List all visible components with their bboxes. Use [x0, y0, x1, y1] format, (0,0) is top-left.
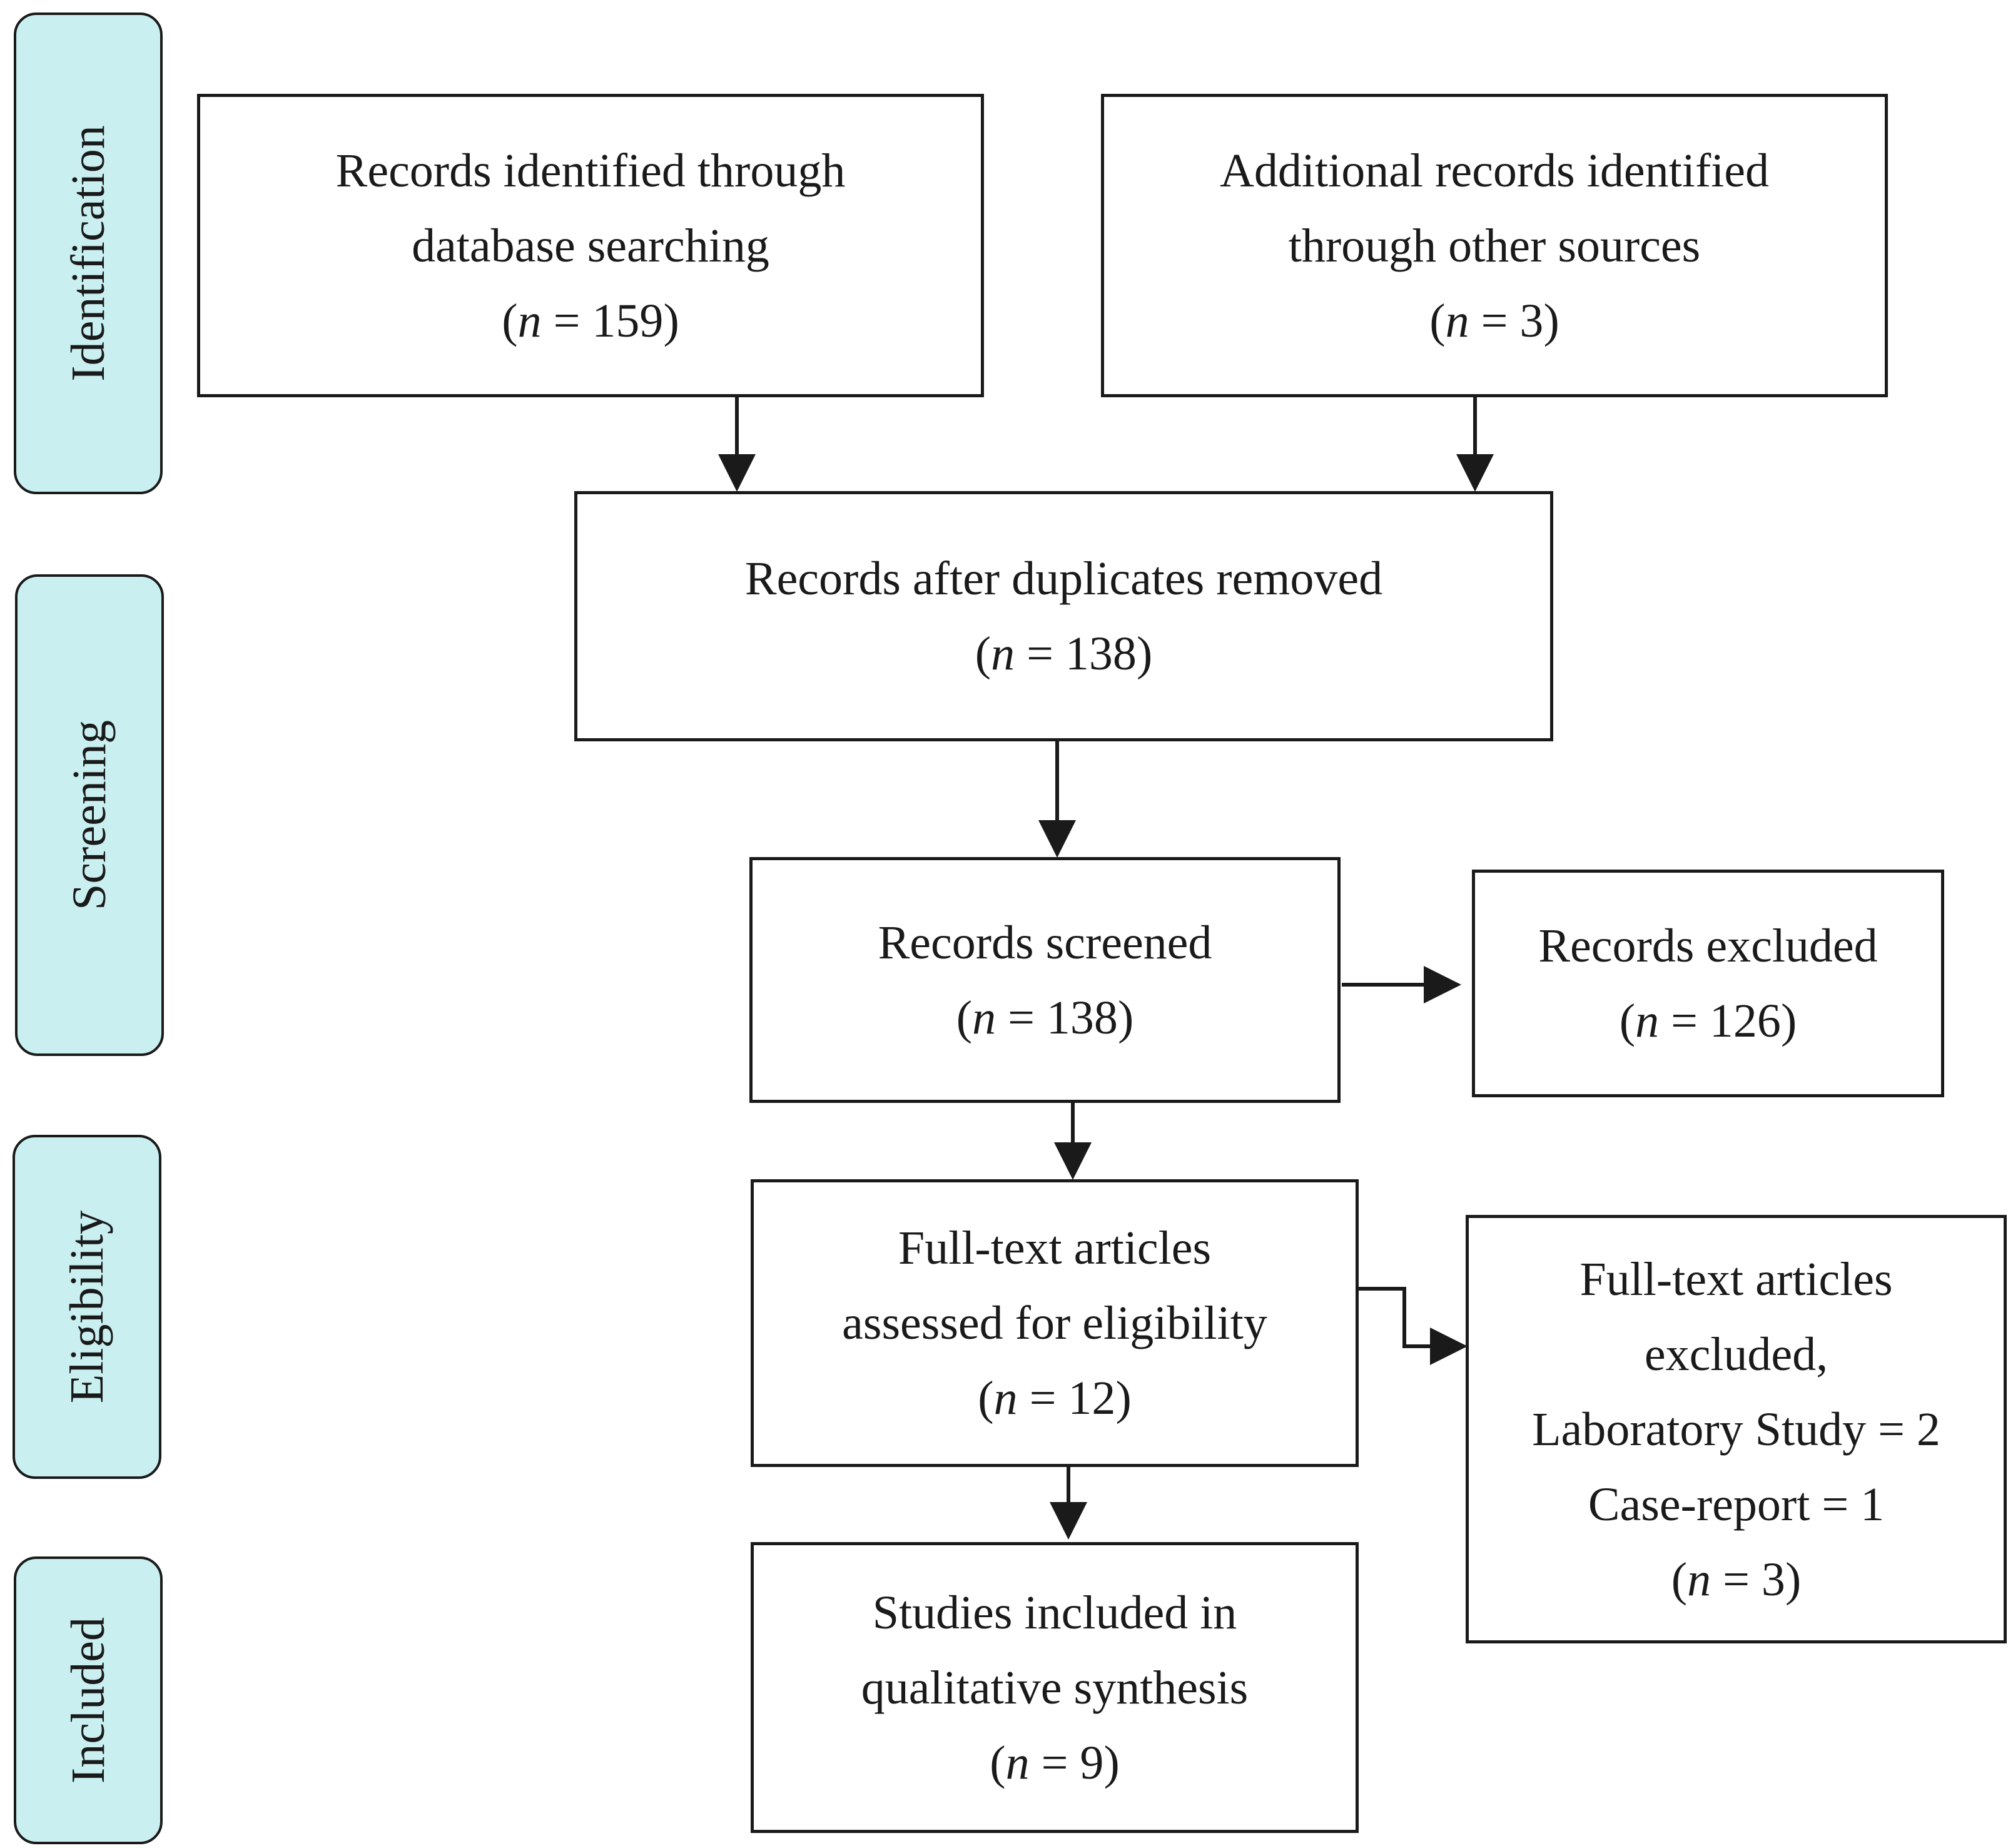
- count-variable: n: [972, 991, 996, 1044]
- arrow-assessed-to-fulltext-excluded: [1357, 1287, 1468, 1365]
- count-value: = 9: [1029, 1736, 1104, 1789]
- stage-identification: Identification: [14, 13, 163, 494]
- box-fulltext-assessed: Full-text articles assessed for eligibil…: [751, 1179, 1359, 1467]
- box-other-sources: Additional records identified through ot…: [1101, 94, 1888, 397]
- box-database-line-2: database searching: [412, 219, 769, 272]
- count-variable: n: [993, 1372, 1018, 1424]
- box-records-excluded: Records excluded (n = 126): [1472, 870, 1944, 1097]
- count-value: = 138: [1015, 627, 1137, 680]
- count-value: = 12: [1017, 1372, 1116, 1424]
- box-database-count: (n = 159): [502, 294, 679, 347]
- count-variable: n: [991, 627, 1015, 680]
- count-value: = 3: [1711, 1553, 1785, 1606]
- box-included-studies: Studies included in qualitative synthesi…: [751, 1542, 1359, 1833]
- box-duplicates-count: (n = 138): [975, 627, 1153, 680]
- box-included-count: (n = 9): [990, 1736, 1120, 1789]
- box-database-line-1: Records identified through: [335, 144, 846, 197]
- stage-included: Included: [14, 1556, 163, 1844]
- box-excluded-count: (n = 126): [1619, 995, 1797, 1047]
- stage-screening: Screening: [15, 574, 164, 1056]
- count-variable: n: [1445, 294, 1469, 347]
- box-screened-line-1: Records screened: [878, 916, 1212, 969]
- box-other-line-2: through other sources: [1288, 219, 1701, 272]
- box-included-line-1: Studies included in: [872, 1586, 1237, 1639]
- count-value: = 138: [996, 991, 1118, 1044]
- count-variable: n: [1005, 1736, 1030, 1789]
- box-fulltext-excluded-line-1: Full-text articles: [1580, 1252, 1893, 1306]
- box-duplicates-removed: Records after duplicates removed (n = 13…: [574, 491, 1553, 741]
- box-fulltext-excluded: Full-text articles excluded, Laboratory …: [1466, 1215, 2007, 1643]
- count-variable: n: [1687, 1553, 1711, 1606]
- count-variable: n: [1635, 995, 1660, 1047]
- count-variable: n: [517, 294, 542, 347]
- box-assessed-count: (n = 12): [978, 1372, 1132, 1424]
- stage-eligibility: Eligibility: [13, 1135, 161, 1479]
- count-value: = 3: [1469, 294, 1544, 347]
- box-other-line-1: Additional records identified: [1220, 144, 1769, 197]
- box-screened-count: (n = 138): [956, 991, 1134, 1044]
- count-value: = 159: [541, 294, 664, 347]
- box-excluded-line-1: Records excluded: [1538, 920, 1878, 972]
- count-value: = 126: [1659, 995, 1781, 1047]
- box-fulltext-excluded-line-2: excluded,: [1644, 1328, 1828, 1381]
- box-other-count: (n = 3): [1429, 294, 1559, 347]
- box-assessed-line-1: Full-text articles: [898, 1222, 1212, 1274]
- box-fulltext-excluded-line-4: Case-report = 1: [1588, 1478, 1885, 1531]
- box-fulltext-excluded-line-3: Laboratory Study = 2: [1532, 1403, 1940, 1456]
- box-included-line-2: qualitative synthesis: [861, 1661, 1249, 1714]
- box-database-records: Records identified through database sear…: [197, 94, 984, 397]
- box-records-screened: Records screened (n = 138): [749, 857, 1341, 1103]
- box-assessed-line-2: assessed for eligibility: [842, 1297, 1267, 1349]
- box-fulltext-excluded-count: (n = 3): [1671, 1553, 1802, 1606]
- box-duplicates-line-1: Records after duplicates removed: [744, 552, 1383, 605]
